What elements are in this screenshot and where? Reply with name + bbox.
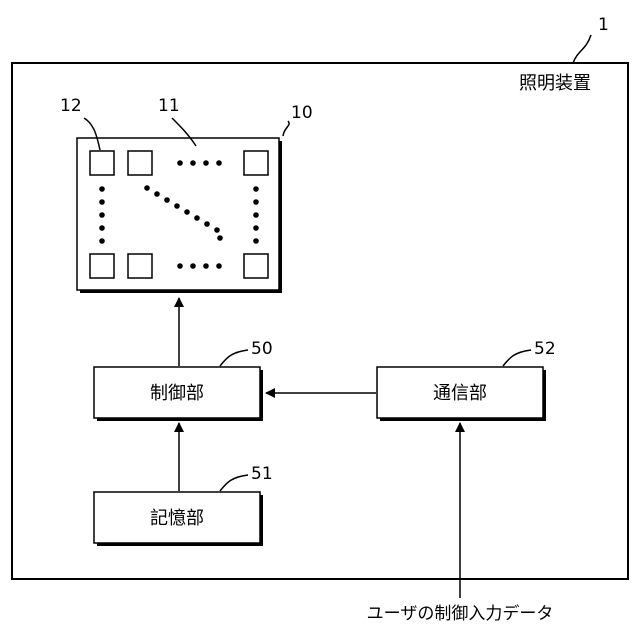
element-ref: 11 xyxy=(158,96,180,116)
unit-ref: 12 xyxy=(60,96,82,116)
comm-block-label: 通信部 xyxy=(433,383,487,404)
light-unit xyxy=(128,151,152,175)
device-ref: 1 xyxy=(598,15,609,35)
light-unit xyxy=(128,254,152,278)
panel-ref: 10 xyxy=(291,103,313,123)
comm-ref-leader xyxy=(503,350,531,366)
comm-ref: 52 xyxy=(534,339,556,359)
control-ref-leader xyxy=(220,350,248,366)
light-unit xyxy=(244,151,268,175)
light-unit xyxy=(90,151,114,175)
control-ref: 50 xyxy=(251,339,273,359)
panel-ref-leader xyxy=(283,121,289,136)
storage-ref-leader xyxy=(220,475,248,491)
light-unit xyxy=(90,254,114,278)
storage-block-label: 記憶部 xyxy=(150,508,204,529)
storage-ref: 51 xyxy=(251,464,273,484)
light-unit xyxy=(244,254,268,278)
device-label: 照明装置 xyxy=(519,73,591,94)
input-caption: ユーザの制御入力データ xyxy=(367,603,554,624)
control-block-label: 制御部 xyxy=(150,383,204,404)
device-ref-leader xyxy=(573,35,591,63)
